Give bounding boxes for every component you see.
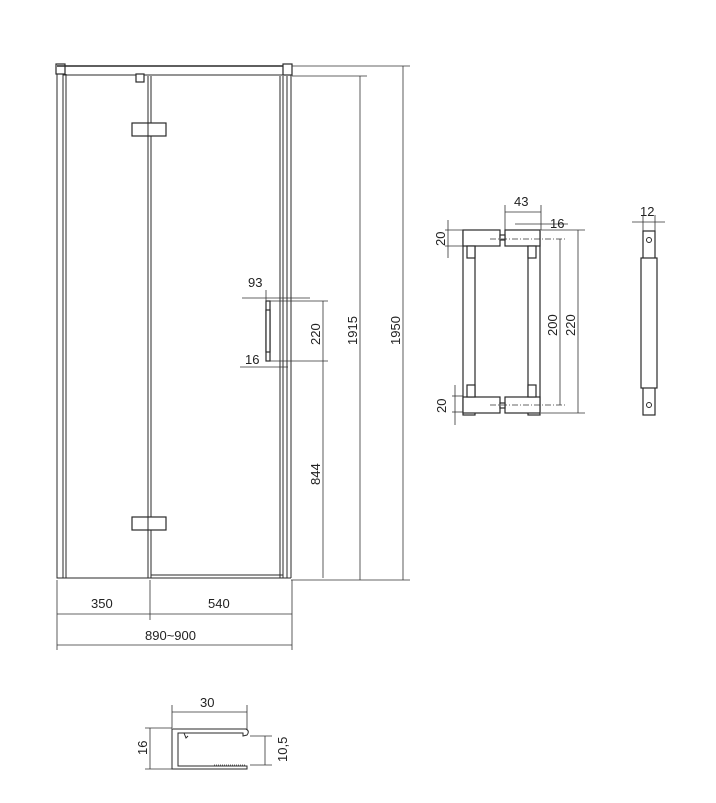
dim-door-width: 540 xyxy=(208,596,230,611)
dim-fixed-width: 350 xyxy=(91,596,113,611)
top-pivot xyxy=(135,73,145,83)
dim-handle-offset: 93 xyxy=(248,275,262,290)
profile-detail: 30 16 10,5 xyxy=(135,695,290,770)
hinge-bottom xyxy=(131,516,167,531)
dim-side-width: 12 xyxy=(640,204,654,219)
dim-handle-depth: 16 xyxy=(245,352,259,367)
dim-handle-length: 220 xyxy=(308,323,323,345)
handle-side-view: 12 xyxy=(632,204,665,416)
dim-total-width: 890~900 xyxy=(145,628,196,643)
shower-enclosure-front-view xyxy=(55,63,293,579)
handle-detail: 43 16 20 20 200 220 xyxy=(433,194,585,425)
dim-handle-spacing: 200 xyxy=(545,314,560,336)
dim-profile-inner-height: 10,5 xyxy=(275,737,290,762)
top-left-corner xyxy=(55,63,66,75)
dim-handle-height: 844 xyxy=(308,463,323,485)
dim-total-height: 1950 xyxy=(388,316,403,345)
dim-handle-length-220: 220 xyxy=(563,314,578,336)
hinge-top xyxy=(131,122,167,137)
screw-icon xyxy=(646,402,652,408)
dim-profile-height: 16 xyxy=(135,741,150,755)
top-right-corner xyxy=(282,63,293,76)
dim-door-height: 1915 xyxy=(345,316,360,345)
screw-icon xyxy=(646,237,652,243)
front-dimensions: 93 220 16 844 1915 1950 350 540 890~900 xyxy=(56,65,410,650)
dim-top-block: 20 xyxy=(433,232,448,246)
wall-profile xyxy=(56,65,64,579)
dim-handle-depth-43: 43 xyxy=(514,194,528,209)
dim-handle-bar-16: 16 xyxy=(550,216,564,231)
dim-profile-width: 30 xyxy=(200,695,214,710)
dim-bottom-block: 20 xyxy=(434,399,449,413)
profile-section xyxy=(171,728,249,770)
